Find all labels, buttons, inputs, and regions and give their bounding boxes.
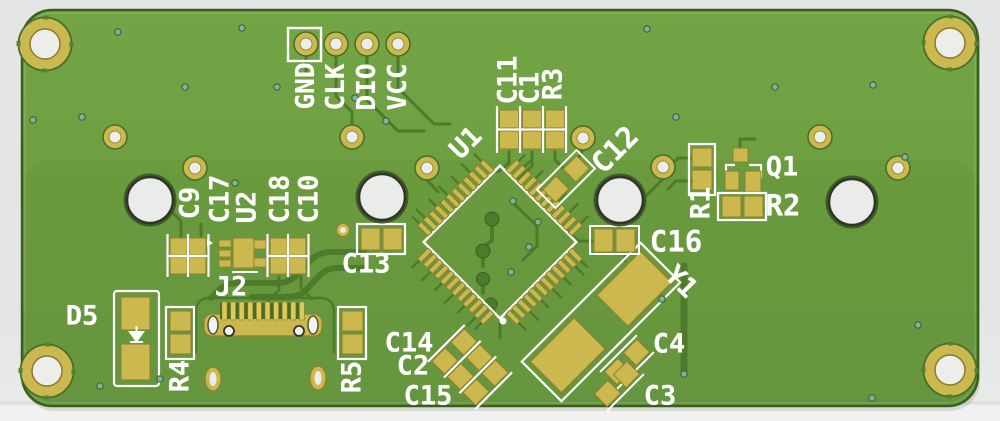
pads-c18-c10 [266, 234, 310, 277]
u2-pin1-arrow [207, 239, 213, 247]
gnd-pin1-square [286, 26, 323, 63]
footprint-u2 [207, 237, 267, 273]
footprint-c13 [355, 222, 407, 256]
qfp-footprint-u1 [408, 150, 592, 334]
footprint-r4 [164, 305, 196, 361]
footprint-d5 [112, 289, 161, 388]
pads-c11-c1-r3 [495, 106, 568, 153]
footprint-r2 [716, 191, 768, 222]
footprint-q1 [724, 147, 763, 193]
pads-c9-c17 [166, 234, 210, 277]
u1-pin1-marker [499, 317, 507, 325]
header-pads [286, 26, 411, 63]
footprint-r1 [687, 142, 717, 197]
footprint-c3 [593, 360, 645, 412]
via-pad-near-c13 [336, 223, 350, 237]
footprint-c16 [589, 225, 640, 255]
copper-traces [165, 55, 757, 378]
crystal-footprint-y1 [520, 241, 682, 403]
footprints-c14-c2-c15 [427, 324, 513, 410]
footprint-c12 [535, 148, 597, 210]
footprint-r5 [336, 305, 368, 361]
connector-j2 [203, 301, 327, 392]
